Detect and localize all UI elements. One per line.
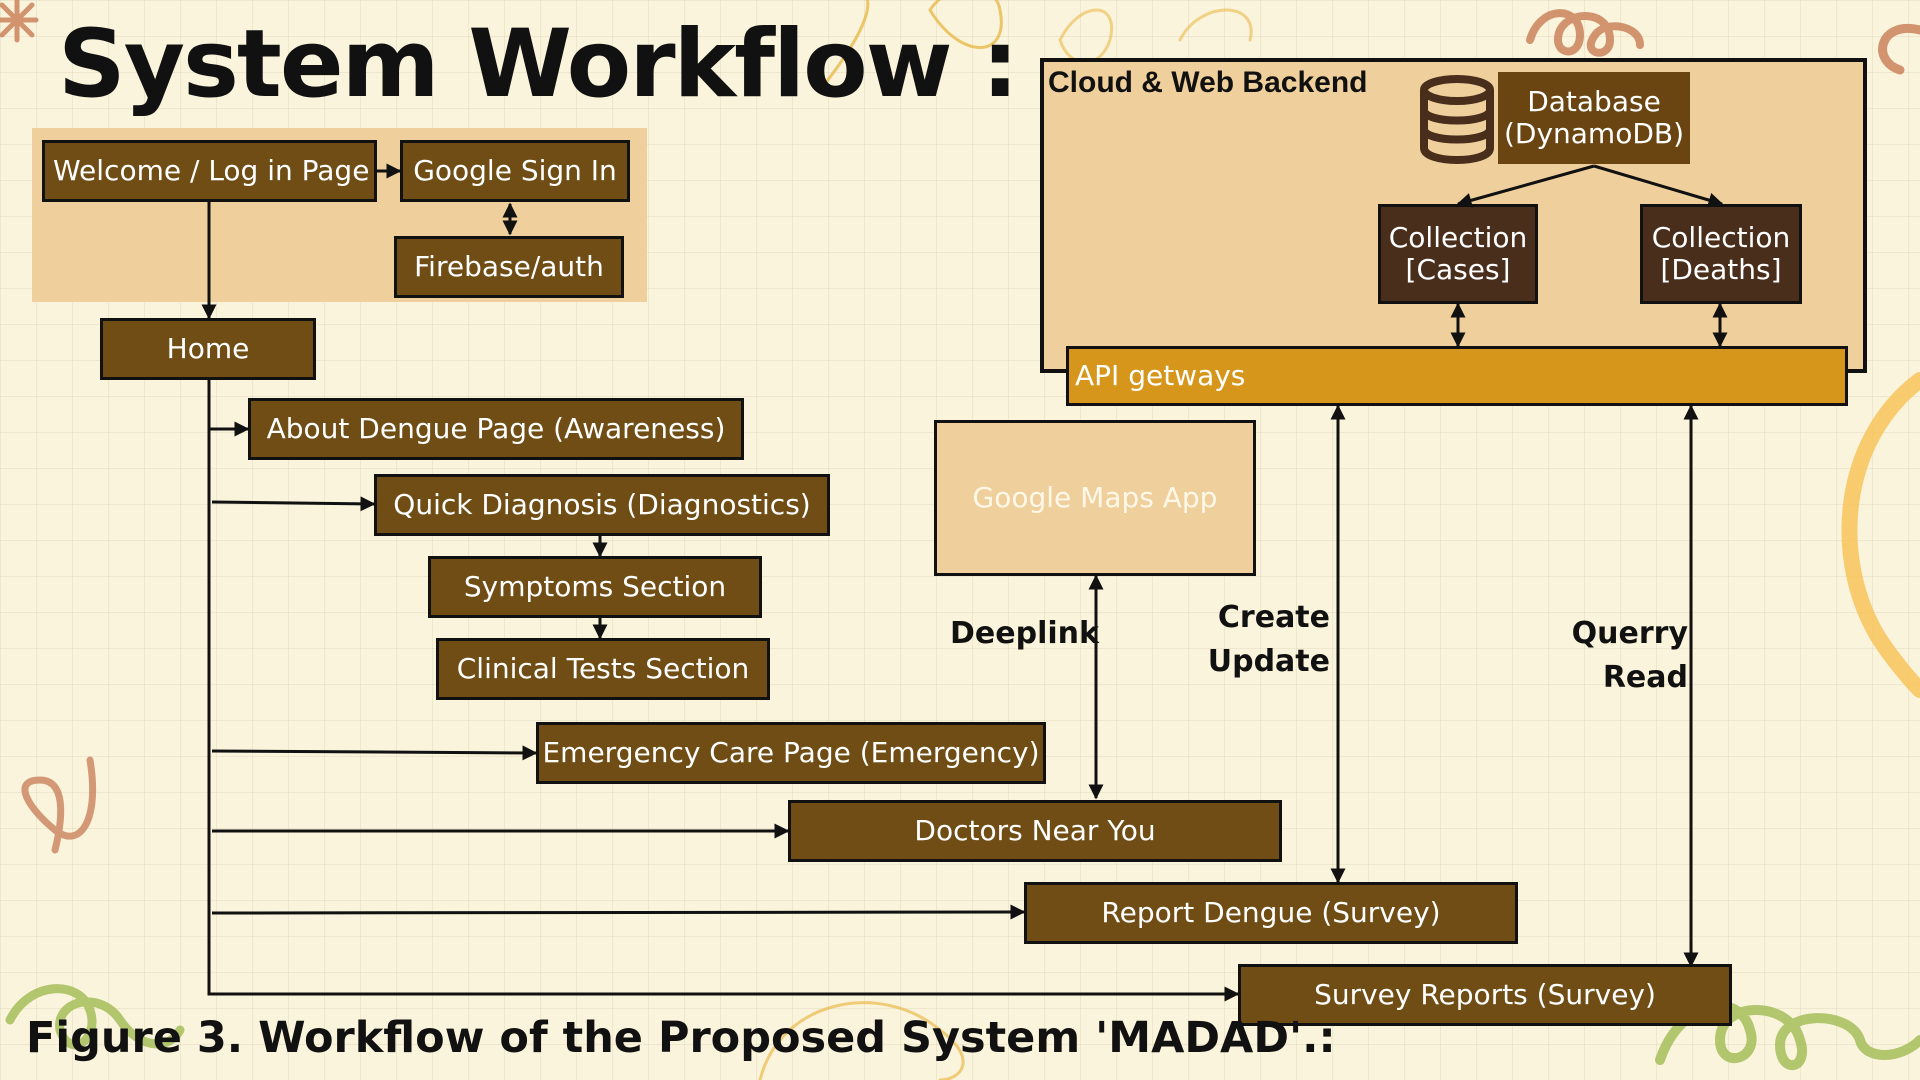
home-node: Home (100, 318, 316, 380)
clinical-tests-node: Clinical Tests Section (436, 638, 770, 700)
firebase-auth-node: Firebase/auth (394, 236, 624, 298)
update-label: Update (1207, 644, 1330, 679)
symptoms-section-node: Symptoms Section (428, 556, 762, 618)
read-label: Read (1602, 660, 1688, 695)
database-node: Database (DynamoDB) (1498, 72, 1690, 164)
deeplink-label: Deeplink (950, 616, 1099, 651)
database-icon (1420, 75, 1494, 164)
querry-label: Querry (1571, 616, 1688, 651)
emergency-care-node: Emergency Care Page (Emergency) (536, 722, 1046, 784)
survey-reports-node: Survey Reports (Survey) (1238, 964, 1732, 1026)
collection-cases-line1: Collection (1388, 220, 1528, 254)
google-maps-app-node: Google Maps App (934, 420, 1256, 576)
page-title: System Workflow : (58, 10, 1019, 119)
collection-cases-node: Collection [Cases] (1378, 204, 1538, 304)
create-label: Create (1217, 600, 1330, 635)
doctors-near-you-node: Doctors Near You (788, 800, 1282, 862)
figure-caption: Figure 3. Workflow of the Proposed Syste… (26, 1013, 1336, 1063)
quick-diagnosis-node: Quick Diagnosis (Diagnostics) (374, 474, 830, 536)
collection-deaths-node: Collection [Deaths] (1640, 204, 1802, 304)
collection-deaths-line1: Collection (1651, 220, 1791, 254)
database-label-line1: Database (1527, 84, 1661, 118)
database-label-line2: (DynamoDB) (1503, 117, 1685, 150)
report-dengue-node: Report Dengue (Survey) (1024, 882, 1518, 944)
collection-deaths-line2: [Deaths] (1660, 253, 1782, 286)
welcome-login-node: Welcome / Log in Page (42, 140, 377, 202)
cloud-backend-label: Cloud & Web Backend (1048, 66, 1368, 99)
about-dengue-node: About Dengue Page (Awareness) (248, 398, 744, 460)
collection-cases-line2: [Cases] (1405, 253, 1511, 286)
google-sign-in-node: Google Sign In (400, 140, 630, 202)
api-gateway-bar: API getways (1066, 346, 1848, 406)
